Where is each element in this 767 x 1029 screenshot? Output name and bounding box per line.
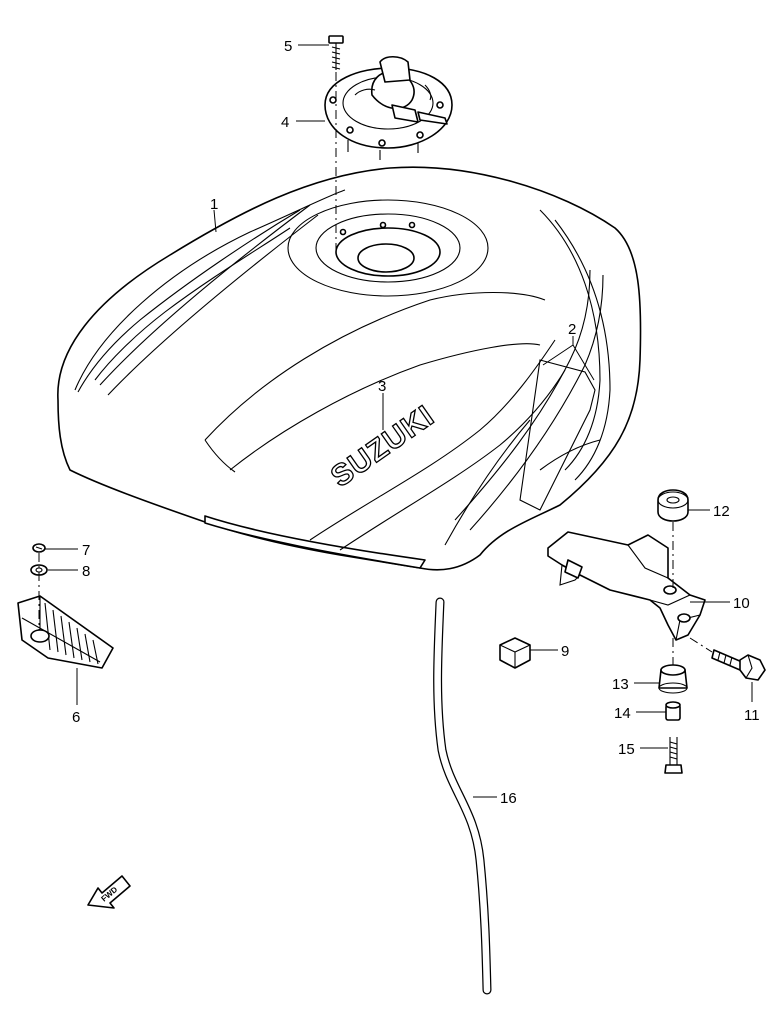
callout-4: 4 (281, 114, 289, 131)
fuel-tank: SUZUKI (57, 166, 642, 571)
callout-12: 12 (713, 503, 730, 520)
fuel-cap-assembly (324, 35, 453, 255)
callout-2: 2 (568, 321, 576, 338)
callout-labels: 1 2 3 4 5 6 7 8 9 10 11 12 13 14 15 16 (72, 38, 760, 807)
callout-7: 7 (82, 542, 90, 559)
callout-5: 5 (284, 38, 292, 55)
forward-direction-arrow: FWD (87, 875, 131, 909)
rubber-cushion-assembly (17, 543, 114, 669)
callout-14: 14 (614, 705, 631, 722)
breather-hose (433, 597, 492, 995)
callout-6: 6 (72, 709, 80, 726)
callout-3: 3 (378, 378, 386, 395)
callout-11: 11 (744, 707, 760, 724)
callout-16: 16 (500, 790, 517, 807)
tank-bracket-assembly (547, 489, 766, 774)
callout-15: 15 (618, 741, 635, 758)
callout-10: 10 (733, 595, 750, 612)
callout-9: 9 (561, 643, 569, 660)
callout-8: 8 (82, 563, 90, 580)
leader-lines (44, 44, 753, 798)
cushion-block (499, 637, 531, 669)
callout-13: 13 (612, 676, 629, 693)
callout-1: 1 (210, 196, 218, 213)
